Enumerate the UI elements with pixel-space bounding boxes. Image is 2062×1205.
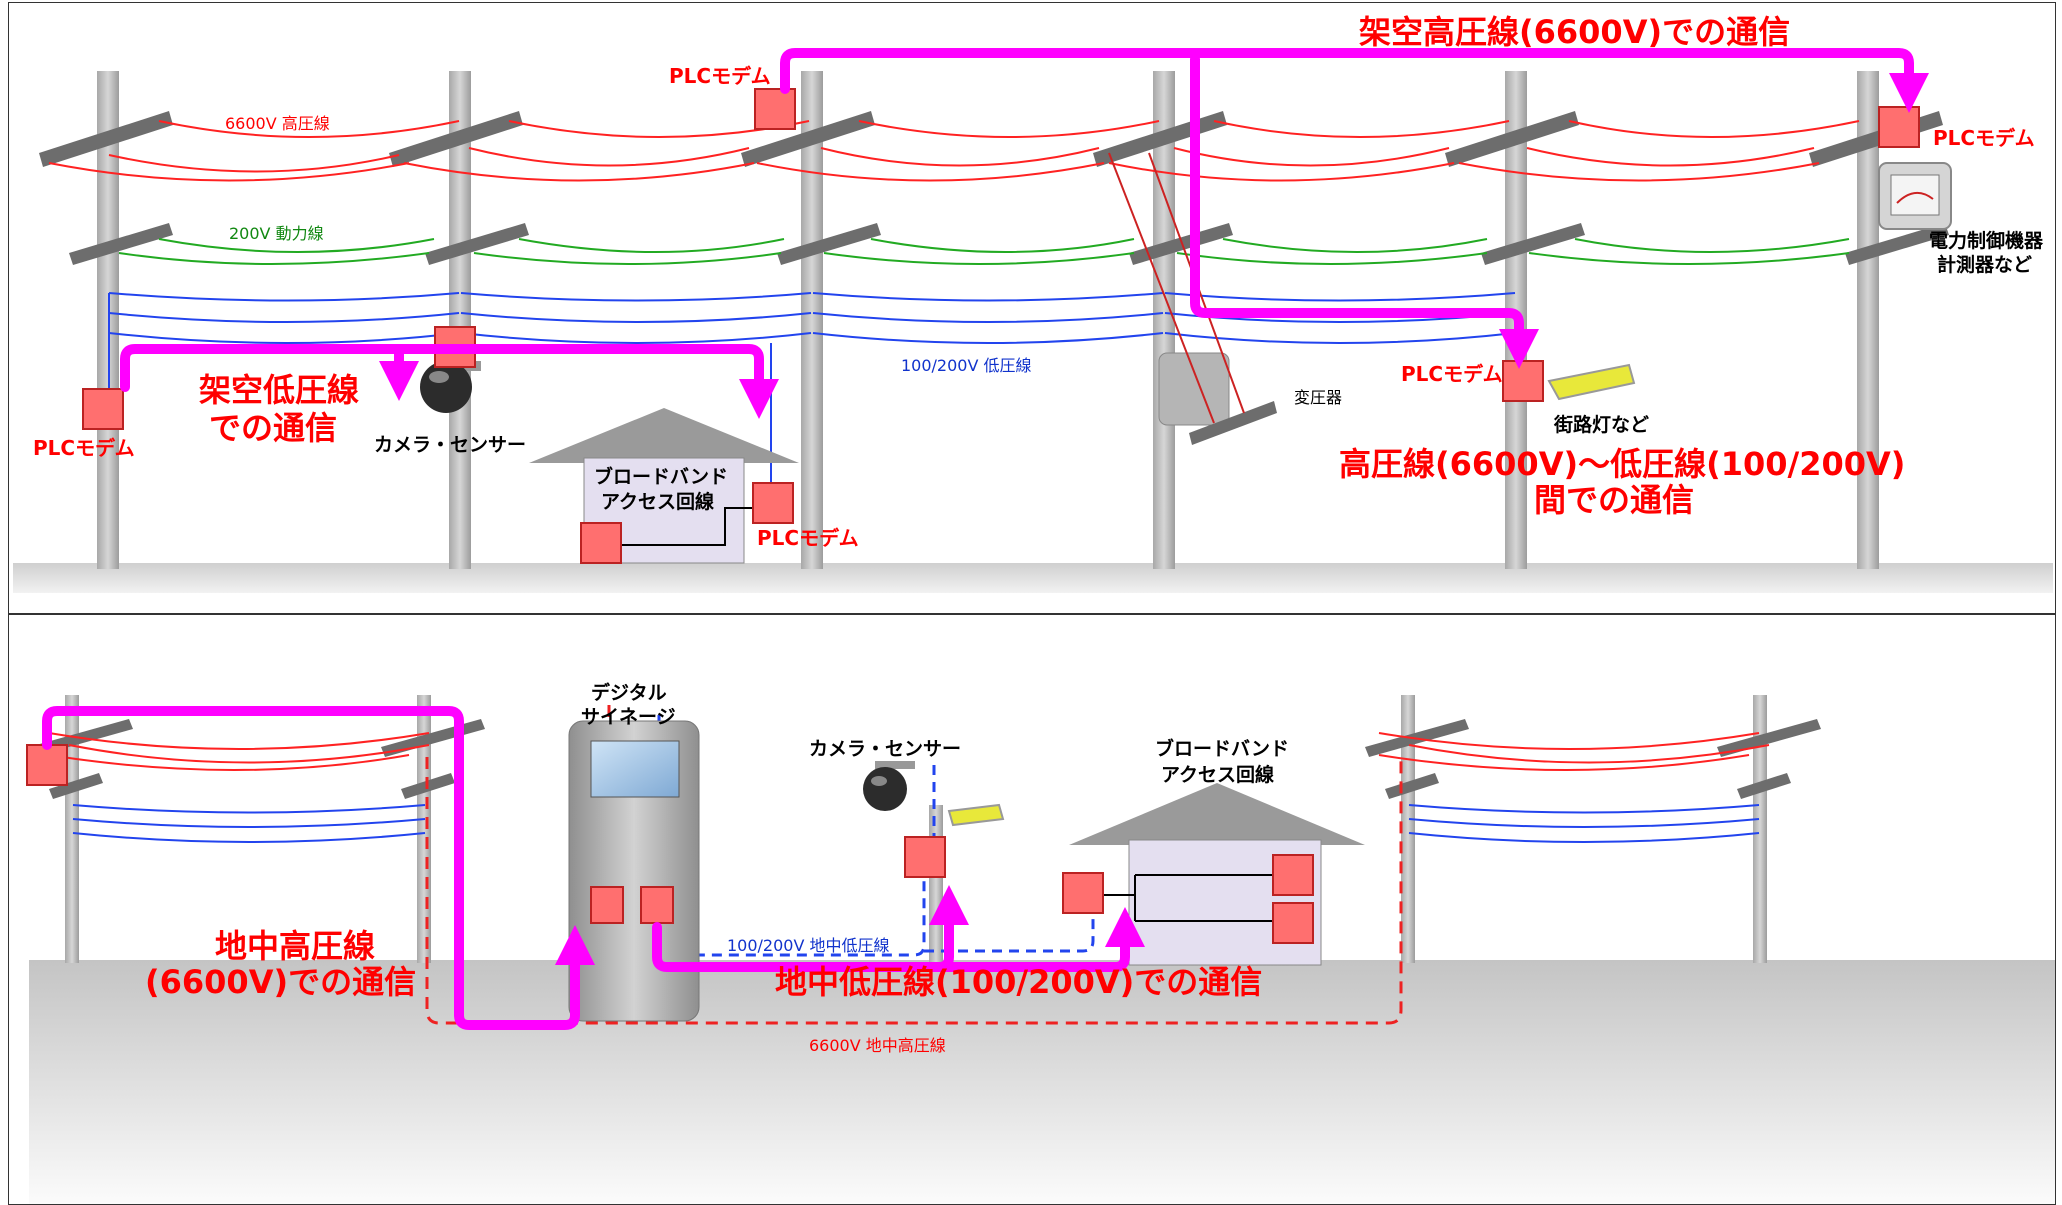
high-voltage-wires <box>48 732 1770 771</box>
modem-label-1: PLCモデム <box>669 64 771 88</box>
modem-pole6 <box>1878 106 1920 148</box>
overhead-panel: 変圧器 街路灯など 電力制御機器 計測器など カメラ・センサー ブロードバンド … <box>8 2 2056 614</box>
utility-poles <box>65 695 1767 963</box>
signage-label-2: サイネージ <box>581 706 676 728</box>
underground-low-line <box>657 715 1095 957</box>
route-high-low-1: 高圧線(6600V)～低圧線(100/200V) <box>1339 445 1905 483</box>
pole-2 <box>449 71 471 569</box>
meter-device: 電力制御機器 計測器など <box>1878 162 2044 276</box>
house-label-2: アクセス回線 <box>601 490 714 513</box>
signage-label-1: デジタル <box>591 681 667 704</box>
digital-signage <box>568 720 700 1022</box>
utility-poles <box>97 71 1879 569</box>
underground-panel: サイネージ カメラ・センサー ブロードバンド アクセス回線 100/200V 地… <box>8 614 2056 1205</box>
camera-sensor <box>863 761 1005 827</box>
transformer-label: 変圧器 <box>1294 388 1342 407</box>
ground <box>13 563 2053 593</box>
overhead-diagram: 変圧器 街路灯など 電力制御機器 計測器など カメラ・センサー ブロードバンド … <box>13 13 2053 593</box>
camera-dome <box>420 361 472 413</box>
comm-routes <box>42 706 1145 1030</box>
route-overhead-high: 架空高圧線(6600V)での通信 <box>1359 13 1790 51</box>
pole-3 <box>801 71 823 569</box>
crossarms <box>39 111 1949 265</box>
modem-label-2: PLCモデム <box>1933 126 2035 150</box>
meter-label-2: 計測器など <box>1937 253 2032 276</box>
low-voltage-wires <box>72 804 1760 843</box>
route-ug-high-1: 地中高圧線 <box>215 927 375 965</box>
high-voltage-wires <box>48 120 1860 182</box>
underground-high-label: 6600V 地中高圧線 <box>809 1036 946 1055</box>
camera-label: カメラ・センサー <box>809 738 961 760</box>
route-overhead-low-1: 架空低圧線 <box>199 371 359 409</box>
house <box>1069 783 1365 966</box>
modem-pole3 <box>754 88 796 130</box>
pole-4 <box>1153 71 1175 569</box>
house-label-2: アクセス回線 <box>1161 763 1274 786</box>
route-ug-high-2: (6600V)での通信 <box>145 963 416 1001</box>
route-high-low-2: 間での通信 <box>1534 481 1694 519</box>
streetlight-label: 街路灯など <box>1553 413 1649 436</box>
modem-house-ext <box>752 482 794 524</box>
plc-modems <box>26 744 1314 944</box>
route-ug-low: 地中低圧線(100/200V)での通信 <box>775 963 1262 1001</box>
underground-low-label: 100/200V 地中低圧線 <box>727 936 890 955</box>
power-wires <box>118 238 1850 265</box>
modem-pole1 <box>82 388 124 430</box>
streetlight: 街路灯など <box>1547 363 1649 436</box>
modem-label-3: PLCモデム <box>1401 362 1503 386</box>
route-overhead-low-2: での通信 <box>209 409 337 447</box>
modem-label-5: PLCモデム <box>757 526 859 550</box>
camera-label: カメラ・センサー <box>374 434 526 456</box>
modem-pole5-low <box>1502 360 1544 402</box>
low-wire-label: 100/200V 低圧線 <box>901 356 1032 375</box>
ground <box>29 960 2055 1204</box>
house-label-1: ブロードバンド <box>1155 737 1289 760</box>
comm-routes <box>120 48 1929 419</box>
house-label-1: ブロードバンド <box>594 465 728 488</box>
meter-label-1: 電力制御機器 <box>1929 229 2044 252</box>
modem-house-int <box>580 522 622 564</box>
modem-label-4: PLCモデム <box>33 436 135 460</box>
transformer: 変圧器 <box>1108 152 1342 445</box>
underground-diagram: サイネージ カメラ・センサー ブロードバンド アクセス回線 100/200V 地… <box>26 681 2055 1204</box>
high-wire-label: 6600V 高圧線 <box>225 114 330 133</box>
pole-6 <box>1857 71 1879 569</box>
power-wire-label: 200V 動力線 <box>229 224 324 243</box>
